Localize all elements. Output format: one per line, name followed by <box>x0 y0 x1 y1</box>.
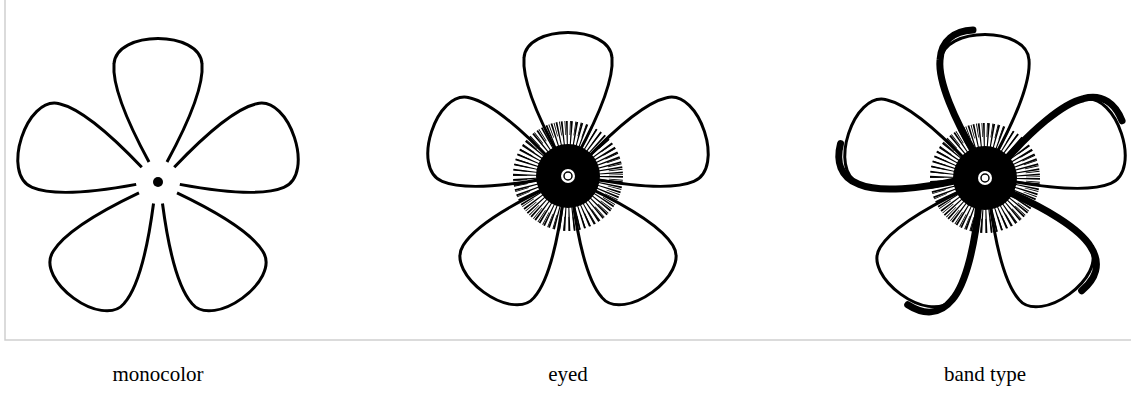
band-type-flower <box>830 30 1131 324</box>
frame-line <box>5 0 1131 340</box>
monocolor-flower <box>8 39 308 325</box>
flower-caption: monocolor <box>113 362 204 387</box>
flower-caption: eyed <box>548 362 588 387</box>
eyed-flower <box>418 33 718 319</box>
flower-caption: band type <box>944 362 1026 387</box>
